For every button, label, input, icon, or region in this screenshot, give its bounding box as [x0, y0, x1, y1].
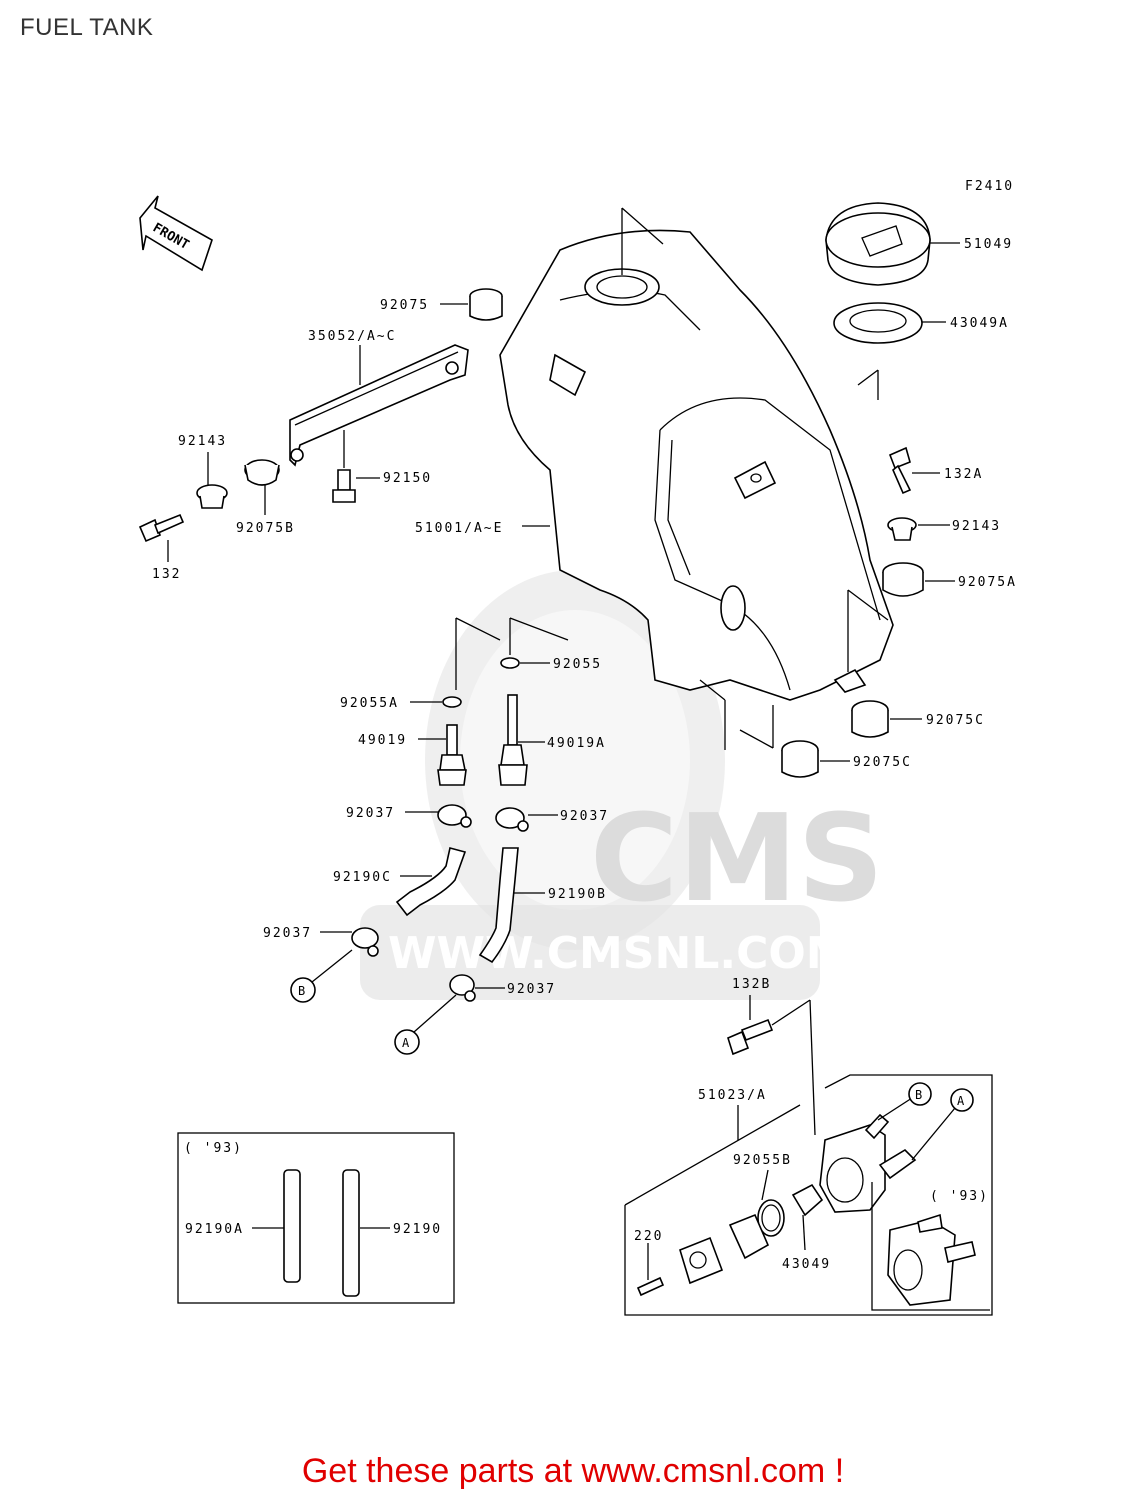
clamp-92037-3: [320, 927, 379, 957]
label-51049: 51049: [964, 237, 1013, 252]
bolt-132A: [888, 446, 940, 495]
label-92055: 92055: [553, 657, 602, 672]
front-arrow-icon: FRONT: [139, 195, 213, 272]
label-132A: 132A: [944, 467, 983, 482]
clamp-92037-1: [405, 804, 472, 828]
washer-92055: [500, 657, 550, 669]
figure-code: F2410: [965, 179, 1014, 194]
damper-92075A: [882, 562, 955, 597]
watermark-brand: CMS: [590, 790, 884, 929]
callout-b-right-label: B: [915, 1088, 922, 1102]
label-92037-1: 92037: [346, 806, 395, 821]
cap-gasket-43049A: [833, 302, 946, 344]
footer-cta[interactable]: Get these parts at www.cmsnl.com !: [301, 1452, 845, 1490]
label-92055A: 92055A: [340, 696, 399, 711]
label-92037-3: 92037: [263, 926, 312, 941]
fuel-tank: [499, 207, 894, 750]
bracket-35052: [289, 344, 469, 467]
callout-a-right: A: [950, 1088, 974, 1112]
hose-92190C: [395, 847, 467, 917]
label-132B: 132B: [732, 977, 771, 992]
label-92037-4: 92037: [507, 982, 556, 997]
fuel-valve-assembly: [624, 1074, 993, 1316]
label-92150: 92150: [383, 471, 432, 486]
callout-a-left-label: A: [402, 1036, 410, 1050]
label-92075C-2: 92075C: [853, 755, 912, 770]
washer-92143-left: [196, 452, 228, 509]
clamp-92037-2: [495, 807, 558, 832]
callout-b-left-label: B: [298, 984, 305, 998]
petcock-49019A: [498, 694, 545, 786]
callout-b-left: B: [290, 949, 353, 1003]
page-title: FUEL TANK: [20, 14, 154, 41]
label-92075C-1: 92075C: [926, 713, 985, 728]
callout-a-right-label: A: [957, 1094, 965, 1108]
inset-93-left-label: ( '93): [184, 1141, 243, 1156]
label-49019: 49019: [358, 733, 407, 748]
hose-92190B: [478, 847, 545, 964]
label-92075: 92075: [380, 298, 429, 313]
label-92190: 92190: [393, 1222, 442, 1237]
petcock-49019: [418, 724, 467, 786]
callout-a-left: A: [394, 994, 457, 1055]
callout-b-right: B: [908, 1082, 932, 1106]
washer-92055A: [410, 696, 462, 708]
label-132: 132: [152, 567, 181, 582]
damper-92075: [440, 288, 503, 321]
label-92075A: 92075A: [958, 575, 1017, 590]
label-92143-right: 92143: [952, 519, 1001, 534]
label-92075B: 92075B: [236, 521, 295, 536]
label-51001: 51001/A~E: [415, 521, 503, 536]
watermark-url: WWW.CMSNL.COM: [388, 928, 850, 979]
bolt-92150: [332, 430, 380, 503]
inset-93-hoses: [177, 1132, 455, 1304]
label-35052: 35052/A~C: [308, 329, 396, 344]
washer-92143-right: [887, 517, 950, 541]
bolt-132B: [727, 995, 816, 1136]
label-49019A: 49019A: [547, 736, 606, 751]
bolt-132: [138, 513, 185, 562]
label-92190A: 92190A: [185, 1222, 244, 1237]
damper-92075B: [244, 459, 280, 515]
label-92055B: 92055B: [733, 1153, 792, 1168]
fuel-cap-51049: [825, 202, 960, 286]
label-43049A: 43049A: [950, 316, 1009, 331]
watermark: CMS WWW.CMSNL.COM: [360, 570, 884, 1000]
label-43049: 43049: [782, 1257, 831, 1272]
label-51023: 51023/A: [698, 1088, 767, 1103]
label-92143-left: 92143: [178, 434, 227, 449]
label-220: 220: [634, 1229, 663, 1244]
inset-93-right-label: ( '93): [930, 1189, 989, 1204]
label-92190B: 92190B: [548, 887, 607, 902]
label-92190C: 92190C: [333, 870, 392, 885]
damper-92075C-1: [851, 700, 922, 738]
clamp-92037-4: [449, 974, 505, 1002]
damper-92075C-2: [781, 740, 850, 778]
label-92037-2: 92037: [560, 809, 609, 824]
